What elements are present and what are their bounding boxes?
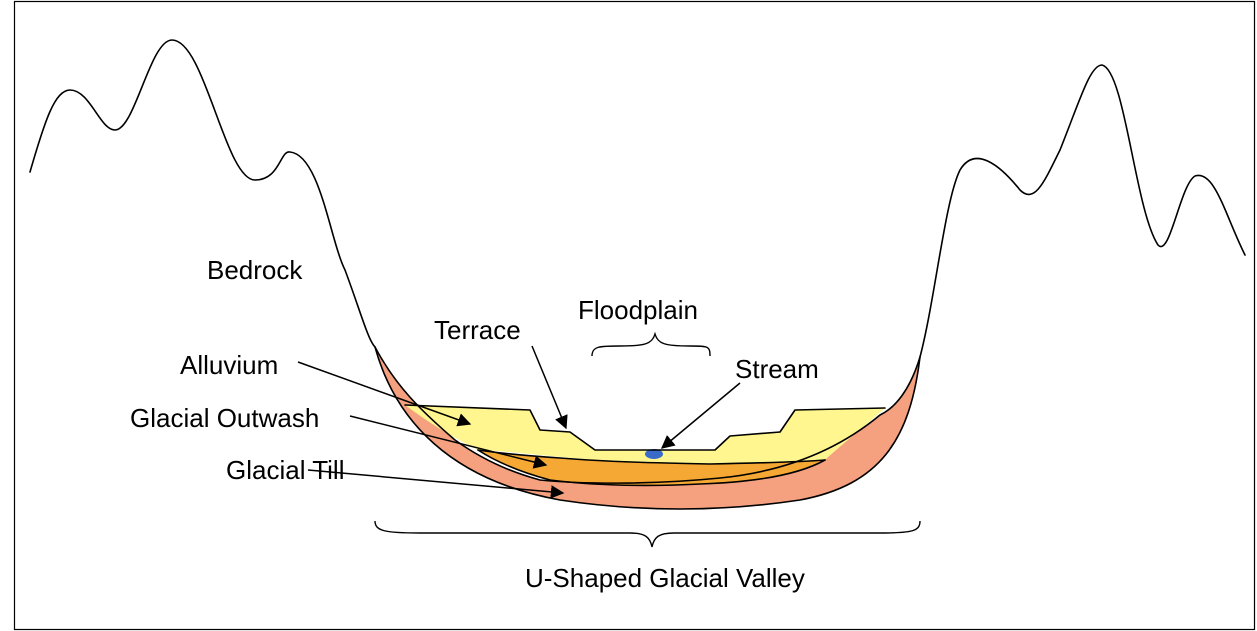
valley-width-brace bbox=[374, 520, 921, 548]
terrace-profile bbox=[404, 404, 886, 451]
stream-water bbox=[645, 449, 663, 459]
bedrock-profile-outline bbox=[29, 39, 1246, 510]
outwash-top-boundary bbox=[477, 449, 826, 465]
glacial-till-arrow bbox=[307, 469, 565, 499]
terrace-arrow bbox=[531, 345, 568, 430]
glacial-outwash-arrow bbox=[349, 415, 548, 469]
label-glacial-till: Glacial Till bbox=[226, 455, 344, 485]
label-stream: Stream bbox=[735, 354, 819, 384]
label-alluvium: Alluvium bbox=[180, 350, 278, 380]
floodplain-brace bbox=[591, 331, 711, 357]
label-terrace: Terrace bbox=[434, 315, 521, 345]
alluvium-layer bbox=[405, 405, 885, 465]
outwash-bottom-boundary bbox=[477, 449, 826, 487]
alluvium-arrow bbox=[297, 361, 472, 427]
stream-arrow bbox=[660, 382, 741, 449]
till-top-boundary bbox=[374, 346, 921, 484]
diagram-frame bbox=[13, 0, 1256, 631]
label-glacial-outwash: Glacial Outwash bbox=[130, 403, 319, 433]
label-valley: U-Shaped Glacial Valley bbox=[525, 563, 805, 593]
label-floodplain: Floodplain bbox=[578, 295, 698, 325]
label-bedrock: Bedrock bbox=[207, 255, 303, 285]
